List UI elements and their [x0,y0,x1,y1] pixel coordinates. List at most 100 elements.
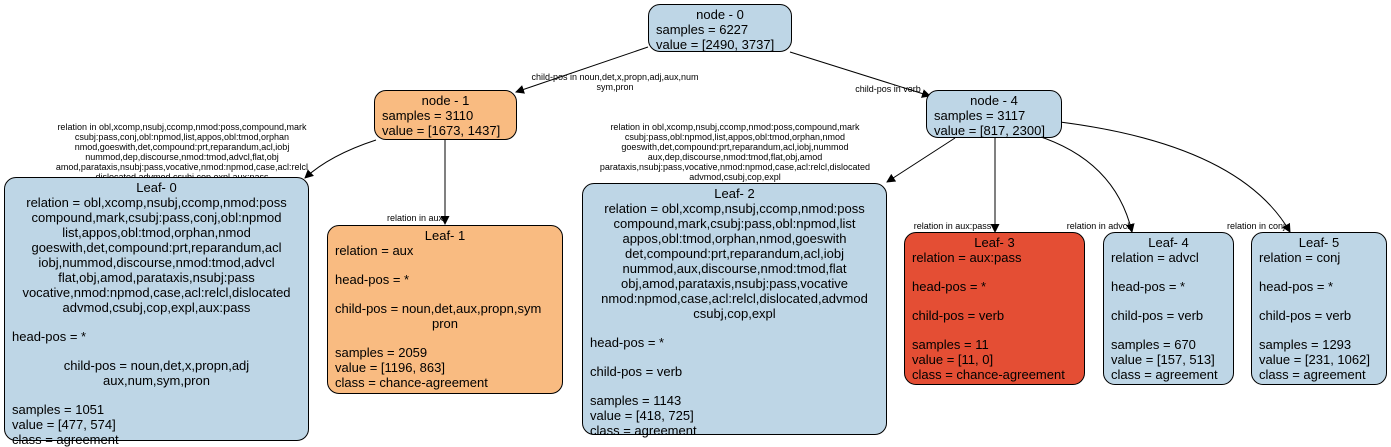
edge-label-node0-node4: child-pos in verb [848,84,928,94]
leaf-samples: samples = 1293 [1259,337,1352,352]
leaf-relation-line: compound,mark,csubj:pass,conj,obl:npmod [31,210,282,225]
leaf-class: class = agreement [1111,367,1218,382]
leaf-child-pos-line: child-pos = noun,det,x,propn,adj [63,358,250,373]
edge-label-line: parataxis,nsubj:pass,vocative,nmod:npmod… [599,162,871,172]
edge-label-line: goeswith,det,compound:prt,reparandum,acl… [621,142,849,152]
tree-leaf-2: Leaf- 2 relation = obl,xcomp,nsubj,ccomp… [582,183,887,438]
tree-node-4: node - 4 samples = 3117 value = [817, 23… [926,90,1062,138]
leaf-value: value = [1196, 863] [335,360,445,375]
edge-label-line: relation in obl,xcomp,nsubj,ccomp,nmod:p… [610,122,860,132]
leaf-child-pos-line: pron [431,316,459,331]
edge-label-node1-leaf0: relation in obl,xcomp,nsubj,ccomp,nmod:p… [22,122,342,182]
leaf-value: value = [11, 0] [912,352,994,367]
leaf-title: Leaf- 3 [974,235,1015,250]
edge-label-line: nummod,dep,discourse,nmod:tmod,advcl,fla… [85,152,279,162]
leaf-child-pos: child-pos = verb [590,364,683,379]
leaf-samples: samples = 670 [1111,337,1196,352]
edge-label-line: nmod,goeswith,det,compound:prt,reparandu… [74,142,290,152]
edge-label-node1-leaf1: relation in aux [380,213,450,223]
edge-label-line: csubj:pass,conj,obl:npmod,list,appos,obl… [74,132,290,142]
tree-node-0: node - 0 samples = 6227 value = [2490, 3… [648,4,792,52]
leaf-relation: relation = advcl [1111,250,1199,265]
leaf-value: value = [477, 574] [12,417,116,432]
edge-label-line: child-pos in noun,det,x,propn,adj,aux,nu… [531,72,699,82]
tree-node-1: node - 1 samples = 3110 value = [1673, 1… [374,90,517,140]
edge-label-line: csubj:pass,obl:npmod,list,appos,obl:tmod… [624,132,846,142]
tree-leaf-0: Leaf- 0 relation = obl,xcomp,nsubj,ccomp… [4,177,309,447]
node-title: node - 1 [421,93,470,108]
leaf-relation-line: vocative,nmod:npmod,case,acl:relcl,dislo… [22,285,291,300]
edge-label-line: sym,pron [596,82,634,92]
leaf-head-pos: head-pos = * [912,279,987,294]
leaf-head-pos: head-pos = * [335,272,410,287]
leaf-head-pos: head-pos = * [590,335,665,350]
leaf-title: Leaf- 2 [714,186,755,201]
tree-leaf-1: Leaf- 1 relation = aux head-pos = * chil… [327,225,563,394]
node-title: node - 4 [970,93,1018,108]
edge-node1-leaf0 [304,139,377,179]
tree-leaf-4: Leaf- 4 relation = advcl head-pos = * ch… [1103,232,1234,385]
node-value: value = [1673, 1437] [382,123,501,138]
leaf-child-pos: child-pos = verb [1111,308,1204,323]
leaf-head-pos: head-pos = * [12,329,87,344]
leaf-samples: samples = 1143 [590,393,682,408]
leaf-relation-line: iobj,nummod,discourse,nmod:tmod,advcl [38,255,275,270]
leaf-relation-line: obj,amod,parataxis,nsubj:pass,vocative [621,276,848,291]
leaf-title: Leaf- 4 [1148,235,1189,250]
leaf-class: class = agreement [12,432,119,447]
leaf-head-pos: head-pos = * [1259,279,1334,294]
edge-label-line: child-pos in verb [855,84,921,94]
leaf-relation: relation = conj [1259,250,1341,265]
edge-node4-leaf4 [1034,134,1135,233]
leaf-relation-line: nmod:npmod,case,acl:relcl,dislocated,adv… [601,291,868,306]
node-value: value = [2490, 3737] [656,37,775,52]
leaf-class: class = chance-agreement [335,375,488,390]
node-samples: samples = 3110 [382,108,474,123]
leaf-title: Leaf- 0 [136,180,177,195]
leaf-relation-line: det,compound:prt,reparandum,acl,iobj [625,246,844,261]
leaf-relation-line: csubj,cop,expl [693,306,776,321]
leaf-samples: samples = 11 [912,337,989,352]
leaf-title: Leaf- 1 [424,228,466,243]
leaf-child-pos-line: aux,num,sym,pron [103,373,210,388]
edge-label-line: amod,parataxis,nsubj:pass,vocative,nmod:… [55,162,309,172]
edge-label-node0-node1: child-pos in noun,det,x,propn,adj,aux,nu… [510,72,720,92]
leaf-relation-line: relation = obl,xcomp,nsubj,ccomp,nmod:po… [26,195,287,210]
leaf-relation-line: advmod,csubj,cop,expl,aux:pass [62,300,251,315]
node-samples: samples = 3117 [934,108,1026,123]
tree-leaf-3: Leaf- 3 relation = aux:pass head-pos = *… [904,232,1085,385]
node-value: value = [817, 2300] [934,123,1045,138]
edge-label-line: relation in advcl [1066,221,1130,231]
leaf-relation-line: nummod,aux,discourse,nmod:tmod,flat [622,261,847,276]
leaf-relation-line: flat,obj,amod,parataxis,nsubj:pass [58,270,255,285]
edge-label-line: relation in obl,xcomp,nsubj,ccomp,nmod:p… [57,122,307,132]
leaf-samples: samples = 2059 [335,345,428,360]
edge-node4-leaf2 [886,137,956,183]
edge-label-node4-leaf5: relation in conj [1222,221,1290,231]
leaf-value: value = [231, 1062] [1259,352,1370,367]
leaf-child-pos: child-pos = verb [912,308,1005,323]
edge-node0-node1 [515,46,649,94]
leaf-class: class = agreement [1259,367,1366,382]
edge-label-line: relation in conj [1226,221,1286,231]
leaf-value: value = [418, 725] [590,408,694,423]
edge-label-line: advmod,csubj,cop,expl [689,172,781,182]
leaf-relation: relation = aux [335,243,414,258]
leaf-relation-line: appos,obl:tmod,orphan,nmod,goeswith [622,231,847,246]
leaf-child-pos: child-pos = verb [1259,308,1352,323]
edge-label-node4-leaf4: relation in advcl [1062,221,1134,231]
leaf-relation: relation = aux:pass [912,250,1022,265]
leaf-class: class = agreement [590,423,697,438]
edge-node4-leaf5 [1059,121,1291,233]
edge-label-node4-leaf3: relation in aux:pass [905,221,1000,231]
leaf-title: Leaf- 5 [1298,235,1340,250]
leaf-child-pos-line: child-pos = noun,det,aux,propn,sym [335,301,542,316]
leaf-samples: samples = 1051 [12,402,105,417]
leaf-relation-line: list,appos,obl:tmod,orphan,nmod [62,225,251,240]
leaf-relation-line: compound,mark,csubj:pass,obl:npmod,list [613,216,856,231]
edge-label-line: aux,dep,discourse,nmod:tmod,flat,obj,amo… [647,152,823,162]
node-title: node - 0 [696,7,744,22]
edge-label-line: relation in aux [386,213,444,223]
node-samples: samples = 6227 [656,22,749,37]
leaf-relation-line: relation = obl,xcomp,nsubj,ccomp,nmod:po… [604,201,865,216]
